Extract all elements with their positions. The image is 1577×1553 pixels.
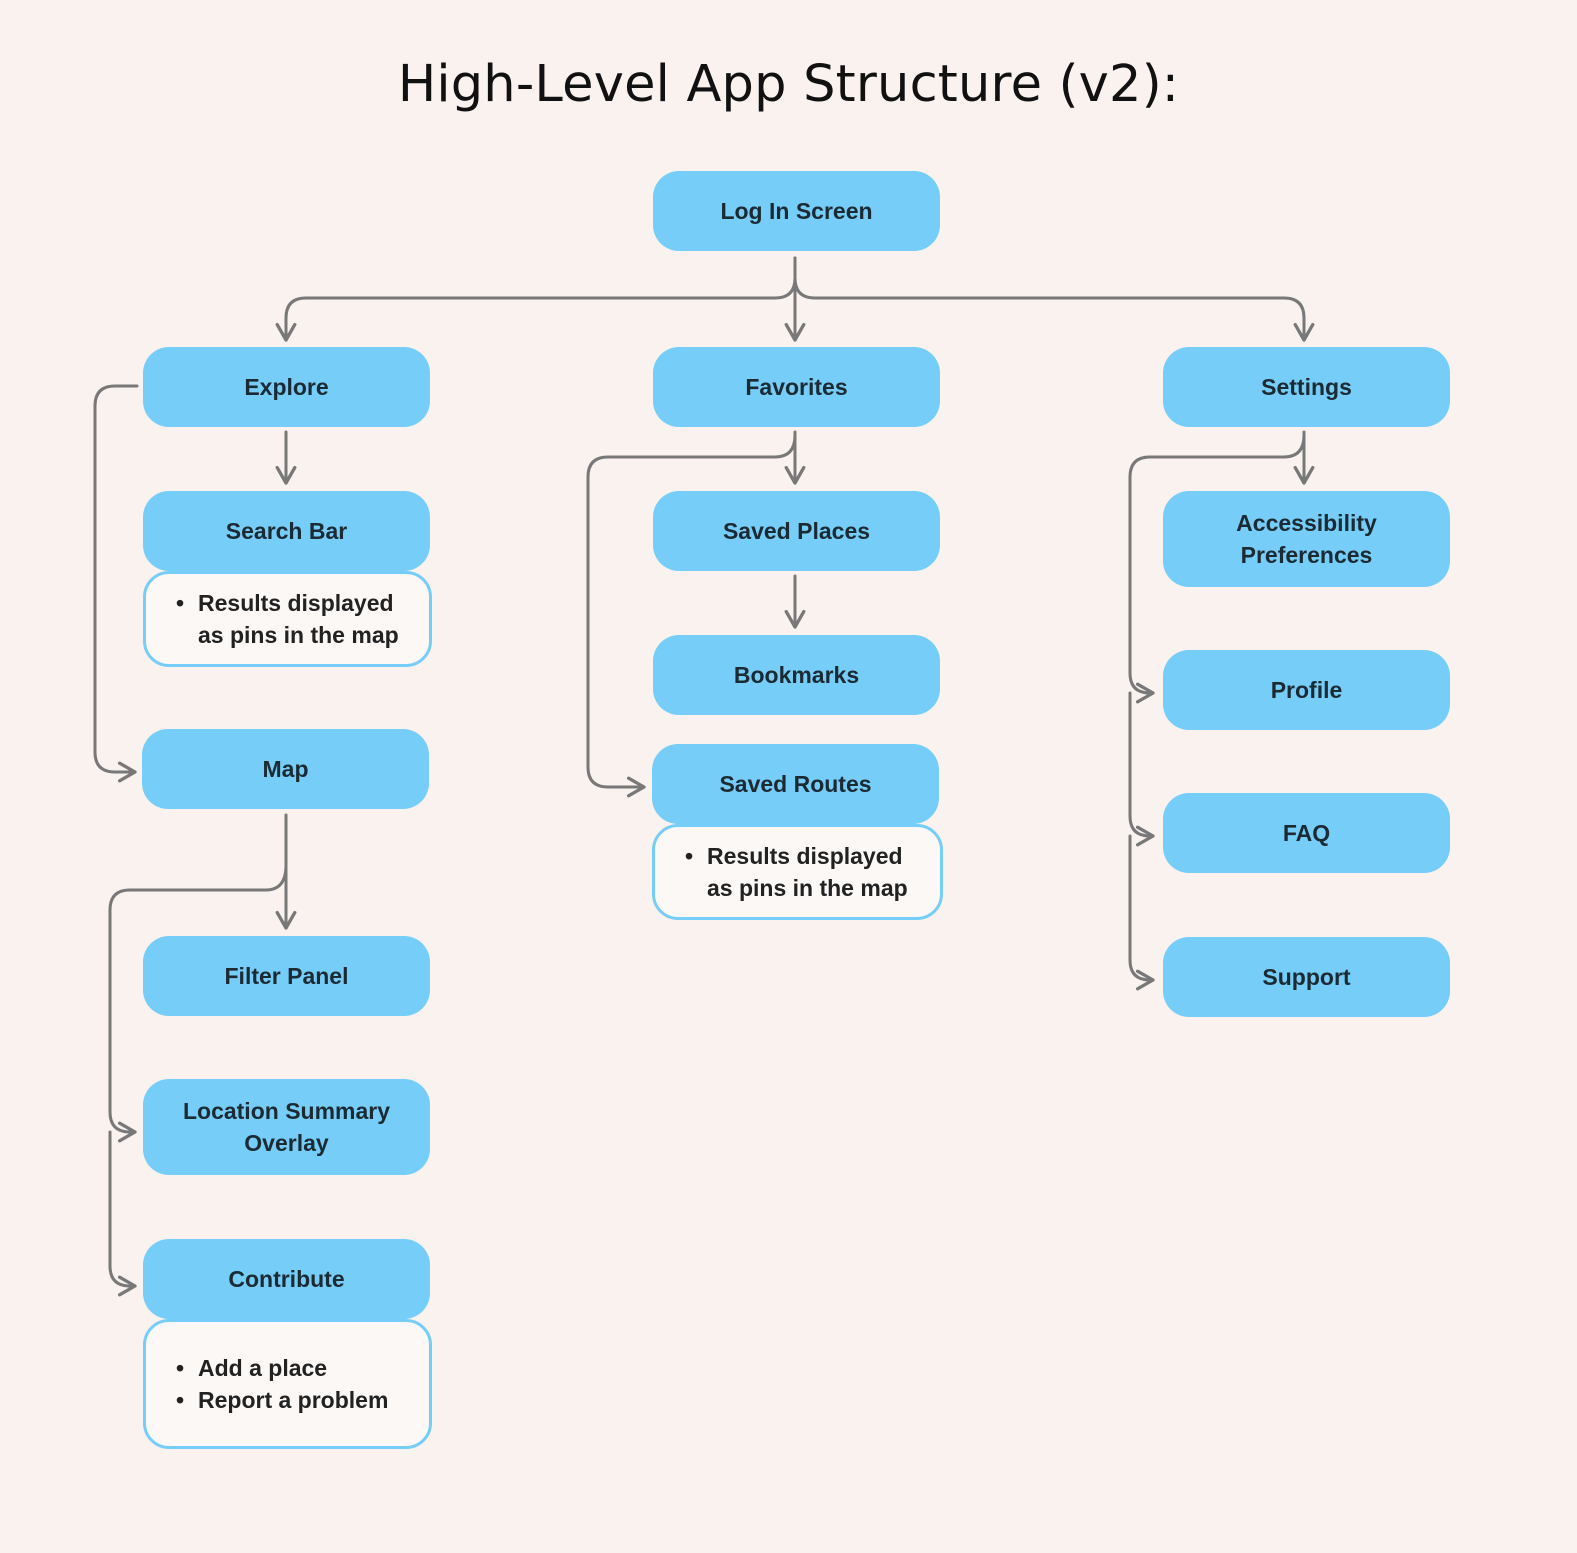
connector-login-settings xyxy=(793,256,1315,342)
note-text: Results displayed as pins in the map xyxy=(707,843,908,901)
node-contribute[interactable]: Contribute xyxy=(143,1239,430,1319)
note-text: Results displayed as pins in the map xyxy=(198,590,399,648)
node-saved-places[interactable]: Saved Places xyxy=(653,491,940,571)
node-accessibility-preferences[interactable]: Accessibility Preferences xyxy=(1163,491,1450,587)
connector-map-contribute xyxy=(108,1130,137,1297)
note-bullet: Results displayed as pins in the map xyxy=(685,840,922,904)
connector-explore-map xyxy=(93,384,139,783)
note-bullet: Report a problem xyxy=(176,1384,411,1416)
connector-favorites-savedroutes xyxy=(586,433,797,798)
node-bookmarks[interactable]: Bookmarks xyxy=(653,635,940,715)
note-search-bar: Results displayed as pins in the map xyxy=(143,571,432,667)
node-profile[interactable]: Profile xyxy=(1163,650,1450,730)
node-log-in-screen[interactable]: Log In Screen xyxy=(653,171,940,251)
node-faq[interactable]: FAQ xyxy=(1163,793,1450,873)
connector-settings-profile xyxy=(1128,433,1306,704)
note-text: Add a place xyxy=(198,1355,328,1381)
connector-settings-support xyxy=(1128,834,1155,991)
node-settings[interactable]: Settings xyxy=(1163,347,1450,427)
connector-settings-faq xyxy=(1128,691,1155,847)
note-bullet: Results displayed as pins in the map xyxy=(176,587,411,651)
node-filter-panel[interactable]: Filter Panel xyxy=(143,936,430,1016)
note-saved-routes: Results displayed as pins in the map xyxy=(652,824,943,920)
node-support[interactable]: Support xyxy=(1163,937,1450,1017)
node-location-summary-overlay[interactable]: Location Summary Overlay xyxy=(143,1079,430,1175)
node-explore[interactable]: Explore xyxy=(143,347,430,427)
diagram-title: High-Level App Structure (v2): xyxy=(397,55,1180,114)
node-favorites[interactable]: Favorites xyxy=(653,347,940,427)
connector-login-explore xyxy=(275,256,797,342)
node-saved-routes[interactable]: Saved Routes xyxy=(652,744,939,824)
node-map[interactable]: Map xyxy=(142,729,429,809)
node-search-bar[interactable]: Search Bar xyxy=(143,491,430,571)
note-bullet: Add a place xyxy=(176,1352,411,1384)
connector-map-locationsummary xyxy=(108,863,288,1143)
note-text: Report a problem xyxy=(198,1387,389,1413)
note-contribute: Add a place Report a problem xyxy=(143,1319,432,1449)
